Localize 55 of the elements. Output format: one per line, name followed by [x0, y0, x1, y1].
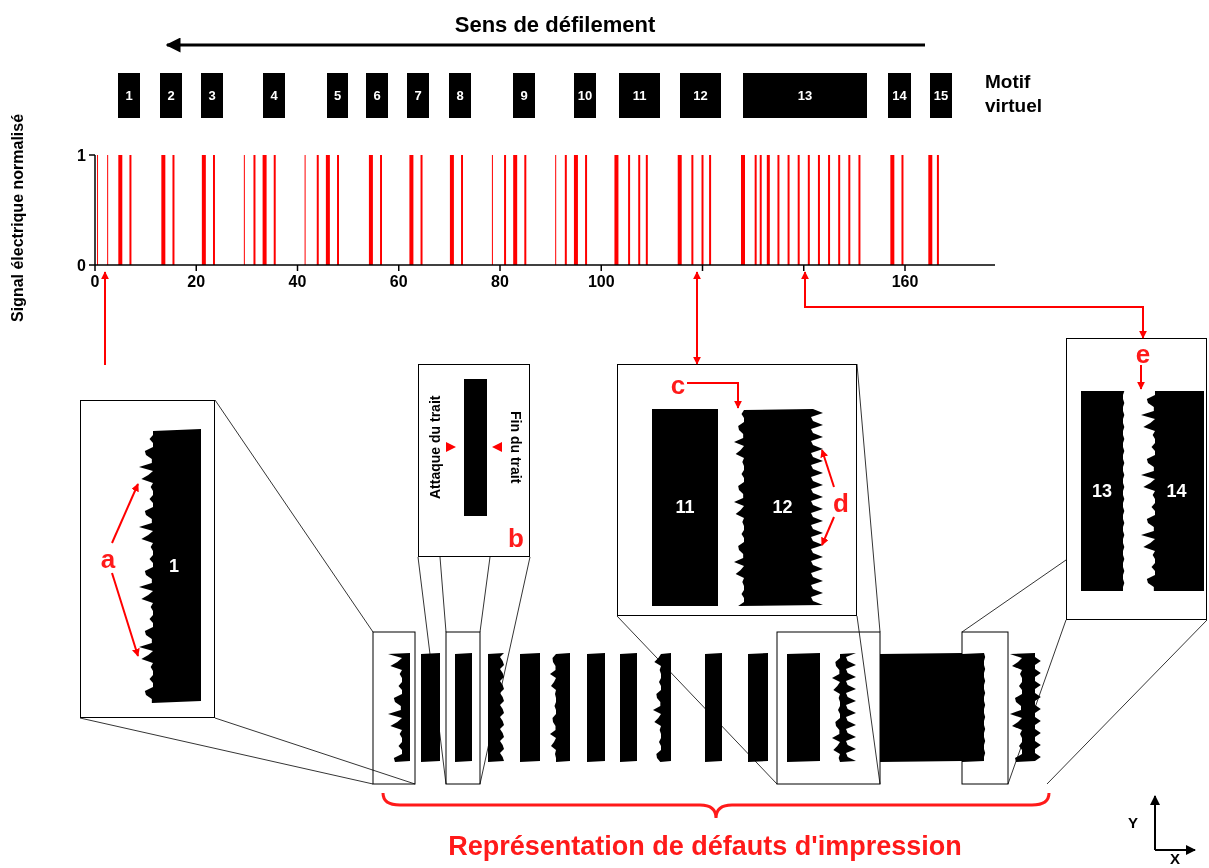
- arrow: [1137, 364, 1145, 390]
- pattern-bar: 10: [574, 73, 596, 118]
- jagged-print-bar: 12: [734, 409, 823, 606]
- arrow: [801, 271, 1147, 339]
- vertical-label: Attaque du trait: [426, 381, 444, 513]
- pattern-bar: 3: [201, 73, 223, 118]
- pattern-bar: 1: [118, 73, 140, 118]
- arrow: [693, 271, 701, 365]
- tick-label: 60: [388, 272, 409, 292]
- tick-label: 40: [287, 272, 308, 292]
- axis-letter: X: [1170, 849, 1181, 868]
- tick-label: 0: [76, 256, 86, 276]
- pattern-bar: 6: [366, 73, 388, 118]
- arrow: [686, 382, 742, 409]
- callout-letter: e: [1133, 342, 1153, 366]
- print-bar: 11: [652, 409, 718, 606]
- tick-label: 20: [186, 272, 207, 292]
- zoom-inset-frame: [418, 364, 530, 557]
- pattern-bar: 14: [888, 73, 911, 118]
- axis-title: Signal électrique normalisé: [8, 112, 27, 324]
- arrow: [821, 516, 835, 546]
- row-label: Motif virtuel: [985, 70, 1044, 118]
- tick-label: 80: [490, 272, 510, 292]
- tick-label: 160: [890, 272, 920, 292]
- pattern-bar: 5: [327, 73, 348, 118]
- jagged-print-bar: 14: [1141, 391, 1204, 591]
- pattern-bar: 12: [680, 73, 721, 118]
- caption-text: Représentation de défauts d'impression: [447, 830, 963, 863]
- direction-label: Sens de défilement: [453, 11, 657, 39]
- pattern-bar: 7: [407, 73, 429, 118]
- callout-letter: a: [98, 544, 118, 574]
- pattern-bar: 2: [160, 73, 182, 118]
- arrow: [820, 449, 835, 488]
- zoom-inset-frame: [80, 400, 215, 718]
- jagged-print-bar: 1: [139, 429, 201, 703]
- tick-label: 1: [76, 146, 86, 166]
- tick-label: 100: [586, 272, 616, 292]
- callout-letter: b: [505, 522, 527, 554]
- arrow: [111, 572, 140, 657]
- arrow: [101, 271, 109, 366]
- tick-label: 0: [89, 272, 101, 292]
- pattern-bar: 8: [449, 73, 471, 118]
- zoom-inset-frame: [1066, 338, 1207, 620]
- axis-letter: Y: [1128, 813, 1139, 833]
- pattern-bar: 13: [743, 73, 867, 118]
- zoom-inset-frame: [617, 364, 857, 616]
- vertical-label: Fin du trait: [507, 399, 525, 495]
- callout-letter: d: [831, 488, 851, 518]
- print-bar: [464, 379, 487, 516]
- pattern-bar: 11: [619, 73, 660, 118]
- arrow: [111, 483, 139, 544]
- pattern-bar: 9: [513, 73, 535, 118]
- pattern-bar: 4: [263, 73, 285, 118]
- callout-letter: c: [668, 370, 688, 400]
- pattern-bar: 15: [930, 73, 952, 118]
